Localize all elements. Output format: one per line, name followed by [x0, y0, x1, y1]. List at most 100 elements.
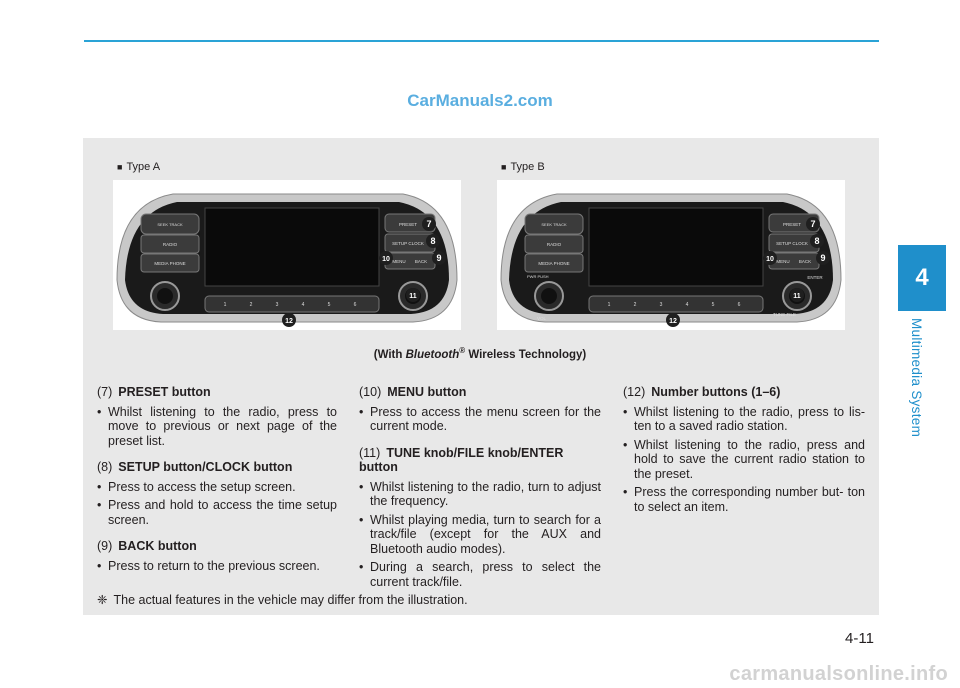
section-menu-heading: (10)MENU button: [359, 385, 601, 400]
note-text: The actual features in the vehicle may d…: [113, 593, 468, 607]
number-button-6: 6: [738, 302, 741, 308]
vol-label: VOL: [537, 316, 547, 321]
type-a-text: Type A: [126, 161, 161, 173]
square-bullet-icon: ■: [501, 162, 507, 172]
watermark-bottom: carmanualsonline.info: [729, 663, 948, 685]
section-preset-heading: (7) PRESET button: [97, 385, 337, 400]
type-b-label: ■Type B: [501, 161, 545, 173]
setup-label: SETUP CLOCK: [392, 241, 424, 246]
section-back-heading: (9) BACK button: [97, 539, 337, 554]
caption-prefix: (With: [373, 348, 406, 361]
bullet-item: Press the corresponding number but- ton …: [623, 485, 865, 514]
bullet-item: During a search, press to select the cur…: [359, 560, 601, 589]
bullet-item: Press to access the setup screen.: [97, 480, 337, 495]
callout-10: 10: [382, 256, 390, 263]
number-button-1: 1: [224, 302, 227, 308]
radio-label: RADIO: [163, 242, 178, 247]
bullet-item: Whilst listening to the radio, press to …: [97, 405, 337, 449]
callout-12: 12: [669, 318, 677, 325]
callout-11: 11: [409, 293, 417, 300]
callout-10: 10: [766, 256, 774, 263]
square-bullet-icon: ■: [117, 162, 123, 172]
back-bullets: Press to return to the previous screen.: [97, 559, 337, 574]
type-a-label: ■Type A: [117, 161, 160, 173]
section-title: SETUP button/CLOCK button: [118, 460, 293, 474]
enter-label: ENTER: [807, 275, 823, 280]
section-number: (8): [97, 460, 113, 474]
bullet-item: Press and hold to access the time setup …: [97, 498, 337, 527]
chapter-title: Multimedia System: [909, 318, 924, 438]
section-number: (9): [97, 539, 113, 553]
preset-label: PRESET: [783, 222, 801, 227]
column-3: (12) Number buttons (1–6) Whilst listenin…: [623, 385, 865, 526]
chapter-number-tab: 4: [898, 245, 946, 311]
bullet-item: Whilst listening to the radio, press and…: [623, 438, 865, 482]
number-button-2: 2: [250, 302, 253, 308]
seek-track-label: SEEK TRACK: [541, 222, 567, 227]
preset-bullets: Whilst listening to the radio, press to …: [97, 405, 337, 449]
section-tune-heading: (11)TUNE knob/FILE knob/ENTER button: [359, 446, 601, 475]
display-screen: [204, 207, 380, 287]
number-button-4: 4: [302, 302, 305, 308]
caption-suffix: Wireless Technology): [465, 348, 587, 361]
section-title: BACK button: [118, 539, 197, 553]
callout-12: 12: [285, 318, 293, 325]
number-button-3: 3: [660, 302, 663, 308]
menu-label: MENU: [776, 259, 789, 264]
setup-label: SETUP CLOCK: [776, 241, 808, 246]
number-button-6: 6: [354, 302, 357, 308]
seek-track-label: SEEK TRACK: [157, 222, 183, 227]
number-button-5: 5: [712, 302, 715, 308]
pwr-label: PWR PUSH: [527, 274, 549, 279]
note-symbol-icon: ❈: [97, 593, 108, 607]
column-2: (10)MENU button Press to access the menu…: [359, 385, 601, 601]
callout-11: 11: [793, 293, 801, 300]
section-number: (11): [359, 445, 381, 460]
column-1: (7) PRESET button Whilst listening to the…: [97, 385, 337, 585]
number-button-5: 5: [328, 302, 331, 308]
back-label: BACK: [415, 259, 427, 264]
callout-7: 7: [426, 219, 431, 229]
illustration-note: ❈ The actual features in the vehicle may …: [97, 592, 468, 607]
display-screen: [588, 207, 764, 287]
header-rule: [84, 40, 879, 42]
bullet-item: Whilst listening to the radio, press to …: [623, 405, 865, 434]
bullet-item: Whilst playing media, turn to search for…: [359, 513, 601, 557]
number-button-3: 3: [276, 302, 279, 308]
callout-9: 9: [820, 253, 825, 263]
callout-8: 8: [430, 236, 435, 246]
numbers-bullets: Whilst listening to the radio, press to …: [623, 405, 865, 515]
menu-label: MENU: [392, 259, 405, 264]
type-b-text: Type B: [510, 161, 545, 173]
back-label: BACK: [799, 259, 811, 264]
section-number: (7): [97, 385, 113, 399]
number-button-4: 4: [686, 302, 689, 308]
watermark-top: CarManuals2.com: [407, 91, 553, 110]
figure-type-a: SEEK TRACK RADIO MEDIA PHONE PRESET SETU…: [113, 180, 461, 330]
callout-9: 9: [436, 253, 441, 263]
bullet-item: Whilst listening to the radio, turn to a…: [359, 480, 601, 509]
number-button-1: 1: [608, 302, 611, 308]
figure-caption: (With Bluetooth® Wireless Technology): [0, 346, 960, 361]
section-title: PRESET button: [118, 385, 211, 399]
section-title: Number buttons (1–6): [651, 385, 781, 399]
tune-file-label: TUNE FILE: [773, 312, 796, 317]
media-phone-label: MEDIA PHONE: [538, 261, 569, 266]
tune-bullets: Whilst listening to the radio, turn to a…: [359, 480, 601, 590]
head-unit-type-b-illustration: SEEK TRACK RADIO MEDIA PHONE PWR PUSH PR…: [500, 193, 842, 327]
setup-bullets: Press to access the setup screen. Press …: [97, 480, 337, 528]
menu-bullets: Press to access the menu screen for the …: [359, 405, 601, 434]
media-phone-label: MEDIA PHONE: [154, 261, 185, 266]
head-unit-type-a-illustration: SEEK TRACK RADIO MEDIA PHONE PRESET SETU…: [116, 193, 458, 327]
section-number: (10): [359, 385, 382, 399]
section-title: TUNE knob/FILE knob/ENTER button: [359, 445, 564, 475]
radio-label: RADIO: [547, 242, 562, 247]
preset-label: PRESET: [399, 222, 417, 227]
callout-7: 7: [810, 219, 815, 229]
caption-registered-mark: ®: [459, 346, 466, 355]
page-number: 4-11: [845, 630, 874, 647]
section-number: (12): [623, 385, 646, 399]
bullet-item: Press to return to the previous screen.: [97, 559, 337, 574]
number-button-2: 2: [634, 302, 637, 308]
section-setup-heading: (8) SETUP button/CLOCK button: [97, 460, 337, 475]
